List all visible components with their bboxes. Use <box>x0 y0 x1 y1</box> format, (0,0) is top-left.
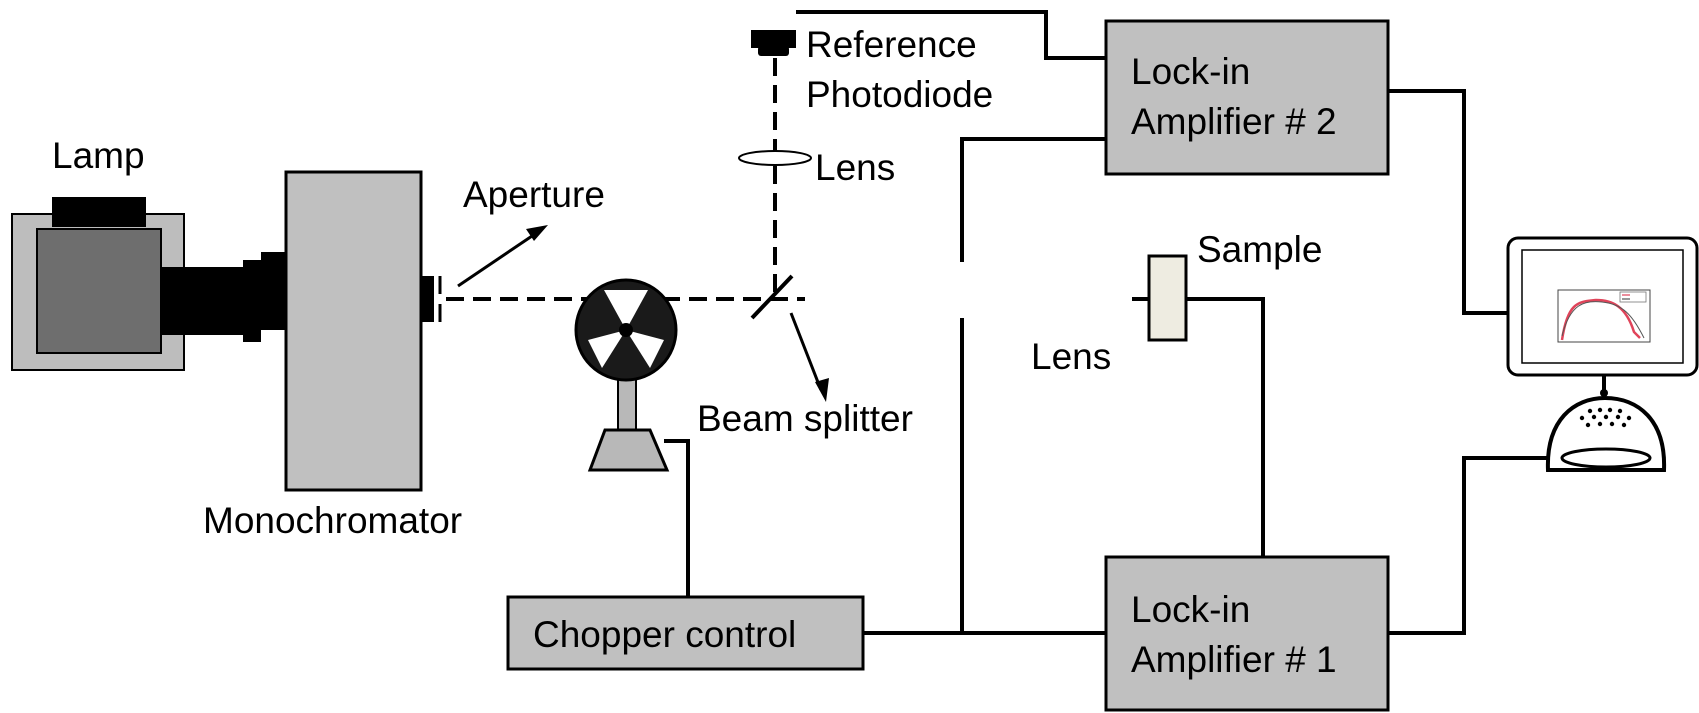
monochromator-label: Monochromator <box>203 500 462 541</box>
wiring <box>664 10 1549 635</box>
sample-icon <box>1147 254 1188 342</box>
lamp-label: Lamp <box>52 135 145 176</box>
monochromator-box <box>284 170 423 492</box>
reference-label-line1: Reference <box>806 24 977 65</box>
beam-splitter-arrow <box>789 312 829 402</box>
reference-photodiode-icon <box>751 30 796 56</box>
lockin1-label-line2: Amplifier # 1 <box>1131 639 1337 680</box>
computer-monitor-icon <box>1506 236 1699 472</box>
lens-mid-label: Lens <box>1031 336 1111 377</box>
chopper-control-label: Chopper control <box>533 614 796 655</box>
chopper-control-box <box>506 595 865 671</box>
reference-label-line2: Photodiode <box>806 74 993 115</box>
lockin-amplifier-2-box <box>1104 19 1390 176</box>
lockin2-label-line1: Lock-in <box>1131 51 1250 92</box>
chopper-wheel-icon <box>574 278 678 472</box>
lens-top-label: Lens <box>815 147 895 188</box>
beam-splitter-icon <box>750 274 794 320</box>
aperture-arrow <box>457 225 548 288</box>
lockin1-label-line1: Lock-in <box>1131 589 1250 630</box>
lens-icon <box>738 150 812 166</box>
monochromator-exit-slit <box>420 276 434 322</box>
sample-label: Sample <box>1197 229 1322 270</box>
beam-splitter-label: Beam splitter <box>697 398 913 439</box>
lockin2-label-line2: Amplifier # 2 <box>1131 101 1337 142</box>
lockin-amplifier-1-box <box>1104 555 1390 712</box>
aperture-label: Aperture <box>463 174 605 215</box>
lamp-icon <box>11 197 287 371</box>
